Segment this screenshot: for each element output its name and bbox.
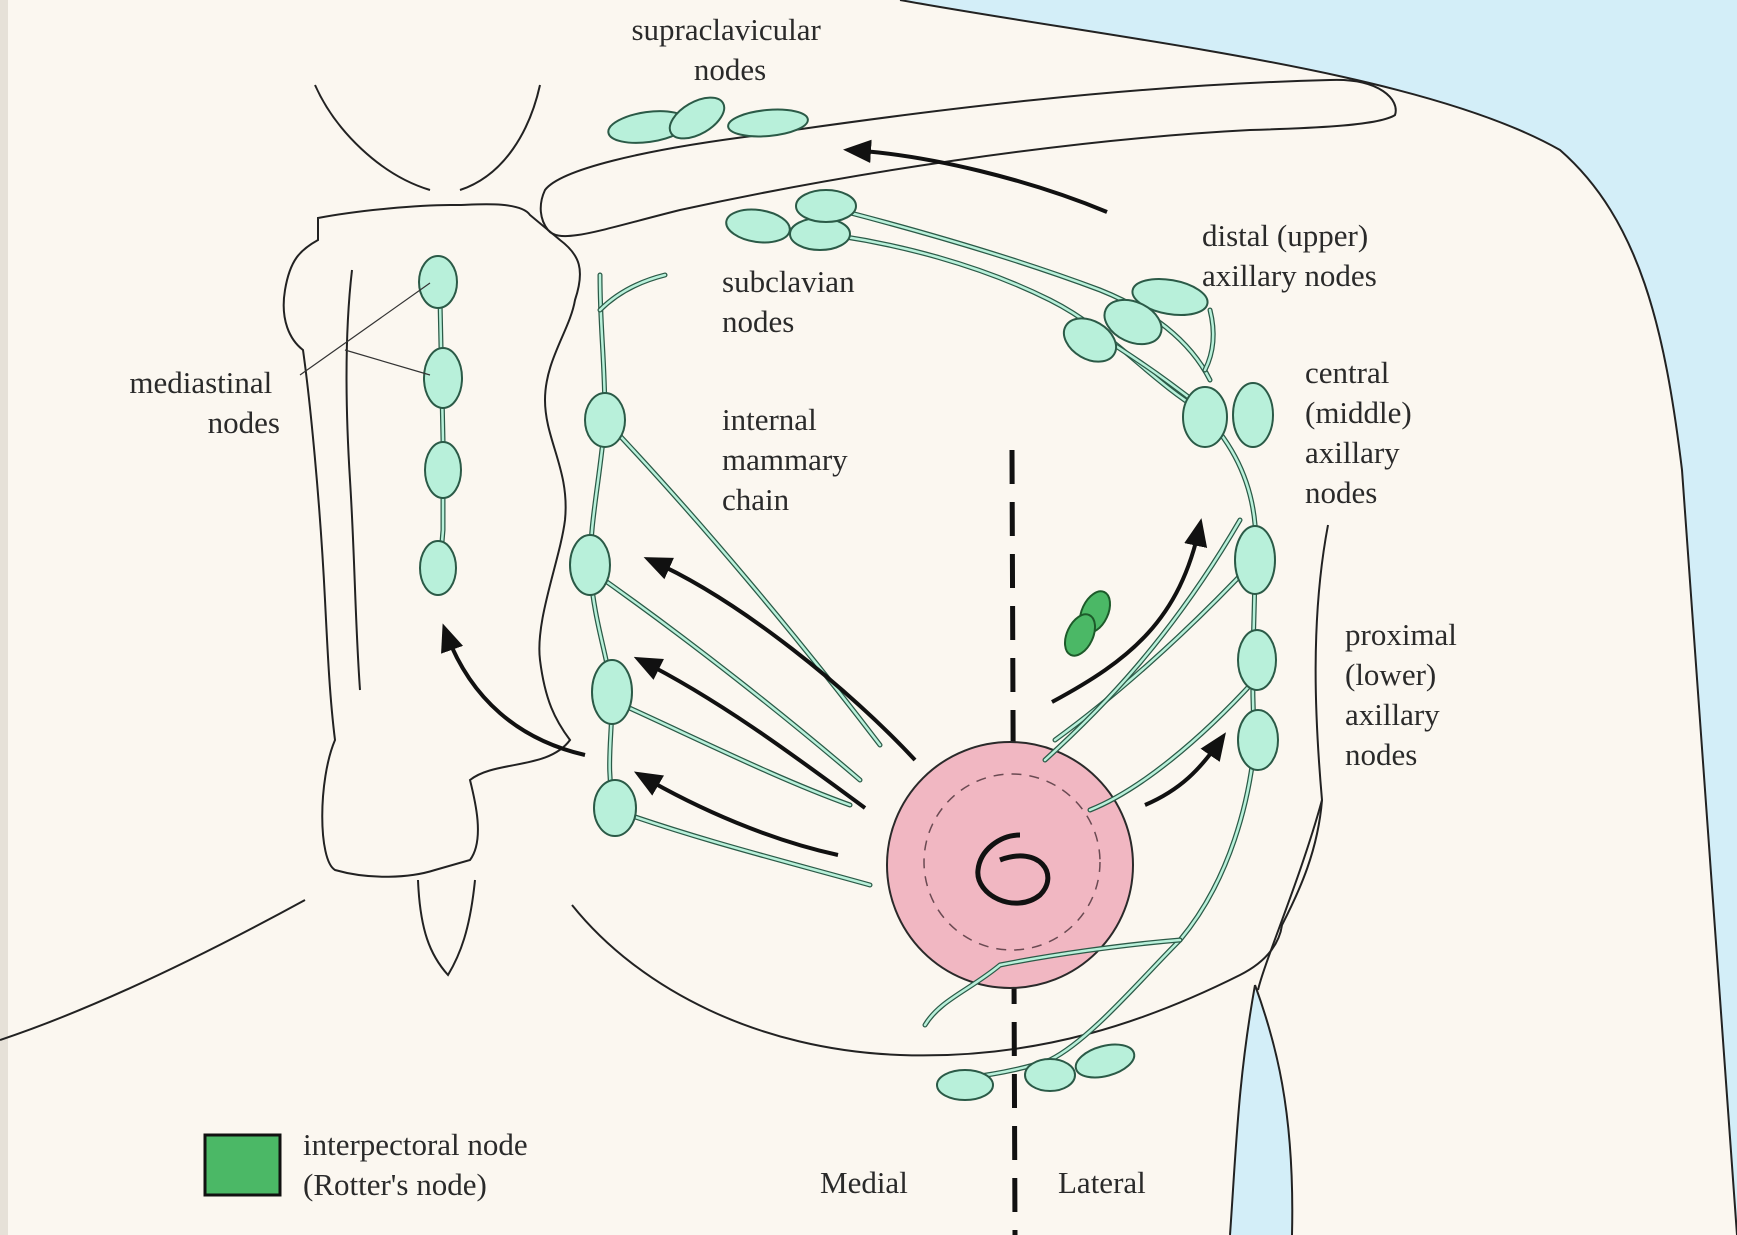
lower-chain-node-3 <box>937 1070 993 1100</box>
neck-right <box>460 85 540 190</box>
drainage-arrows <box>445 150 1222 855</box>
legend-swatch <box>205 1135 280 1195</box>
label-mediastinal: mediastinal nodes <box>129 365 280 440</box>
chest-left-outline <box>0 900 305 1040</box>
mediastinal-node-4 <box>420 541 456 595</box>
proximal-axillary-node-2 <box>1238 630 1276 690</box>
supraclavicular-node-2 <box>663 89 731 147</box>
mediastinal-node-2 <box>424 348 462 408</box>
arrow-to-mediastinal <box>445 630 585 755</box>
neck-left <box>315 85 430 190</box>
central-axillary-node-2 <box>1233 383 1273 447</box>
subclavian-node-2 <box>790 218 850 250</box>
lower-chain-node-2 <box>1025 1059 1075 1091</box>
mediastinal-chain <box>419 256 462 595</box>
internal-mammary-chain <box>570 275 880 885</box>
mediastinal-leader-2 <box>345 350 430 375</box>
mediastinal-node-1 <box>419 256 457 308</box>
label-lateral: Lateral <box>1058 1165 1146 1200</box>
arrow-internal-1 <box>650 560 915 760</box>
label-proximal-axillary: proximal (lower) axillary nodes <box>1345 617 1465 772</box>
central-axillary-node-1 <box>1183 387 1227 447</box>
internal-mammary-node-1 <box>585 393 625 447</box>
mediastinal-leader-1 <box>300 283 430 375</box>
label-internal-mammary: internal mammary chain <box>722 402 855 517</box>
subclavian-node-1 <box>724 206 792 247</box>
arrow-to-supraclavicular <box>850 150 1107 212</box>
mediastinal-node-3 <box>425 442 461 498</box>
xiphoid <box>418 880 475 975</box>
label-distal-axillary: distal (upper) axillary nodes <box>1202 218 1377 293</box>
lower-chain-node-1 <box>1072 1039 1138 1084</box>
label-supraclavicular: supraclavicular nodes <box>631 12 828 87</box>
clavicle <box>541 80 1396 236</box>
axillary-chain <box>724 190 1278 1100</box>
page-edge <box>0 0 8 1235</box>
label-central-axillary: central (middle) axillary nodes <box>1305 355 1420 510</box>
label-subclavian: subclavian nodes <box>722 264 862 339</box>
proximal-axillary-node-1 <box>1235 526 1275 594</box>
legend-label: interpectoral node (Rotter's node) <box>303 1127 535 1202</box>
proximal-axillary-node-3 <box>1238 710 1278 770</box>
interpectoral-node <box>1059 587 1116 661</box>
label-medial: Medial <box>820 1165 908 1200</box>
supraclavicular-node-3 <box>727 107 809 140</box>
sternum-inner-left <box>346 270 360 690</box>
subclavian-node-3 <box>796 190 856 222</box>
internal-mammary-node-3 <box>592 660 632 724</box>
internal-mammary-node-2 <box>570 535 610 595</box>
supraclavicular-nodes <box>606 89 809 147</box>
internal-mammary-node-4 <box>594 780 636 836</box>
